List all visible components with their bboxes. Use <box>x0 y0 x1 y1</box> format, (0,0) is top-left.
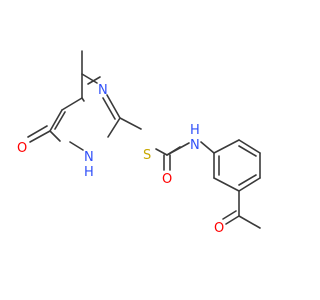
atom-n-ring-bottom: N <box>84 150 94 165</box>
bond-acetyl-o <box>225 215 240 225</box>
bond-n1-c6 <box>69 141 84 151</box>
atom-o-ring: O <box>17 141 27 156</box>
bond-n3-c2-b <box>106 94 121 119</box>
bond-ph-1 <box>213 139 240 154</box>
bond-c6-o <box>29 130 51 143</box>
atom-h-amide: H <box>190 123 200 138</box>
bond-ph-2 <box>238 139 261 154</box>
bond-acetyl-o-inner <box>222 210 237 220</box>
bond-n-phenyl <box>200 141 215 154</box>
bond-ph-4 <box>238 177 261 192</box>
molecule-structure: O N N H S N H O O <box>17 50 261 236</box>
bond-s-ch2 <box>155 148 168 156</box>
bond-c6-n1 <box>49 130 61 142</box>
bond-c6-o-inner <box>27 125 48 138</box>
atom-labels: O N N H S N H O O <box>17 83 224 236</box>
bond-c2-n1 <box>107 117 121 138</box>
atom-n-amide: N <box>190 138 200 153</box>
atom-n-ring-top: N <box>98 83 108 98</box>
bond-c4-n3-link <box>81 73 98 84</box>
bond-n3-c2-b-inner <box>102 97 116 120</box>
atom-s: S <box>143 148 151 163</box>
atom-o-amide: O <box>162 172 172 187</box>
bond-c6-c5-inner <box>54 111 66 130</box>
bond-ph-2-inner <box>238 145 257 157</box>
molecule-canvas: O N N H S N H O O <box>17 50 261 236</box>
bond-ph-5 <box>213 177 240 192</box>
bond-c-n-amide <box>166 142 190 156</box>
bond-c5-c4 <box>61 97 83 111</box>
atom-o-acetyl: O <box>214 221 224 236</box>
bond-ph-4-inner <box>238 174 257 186</box>
bond-acetyl-methyl <box>238 215 261 229</box>
bond-c2-s <box>119 117 142 130</box>
atom-h-ring-bottom: H <box>84 165 94 180</box>
bond-c6-c5 <box>49 109 63 132</box>
bonds <box>27 50 261 229</box>
